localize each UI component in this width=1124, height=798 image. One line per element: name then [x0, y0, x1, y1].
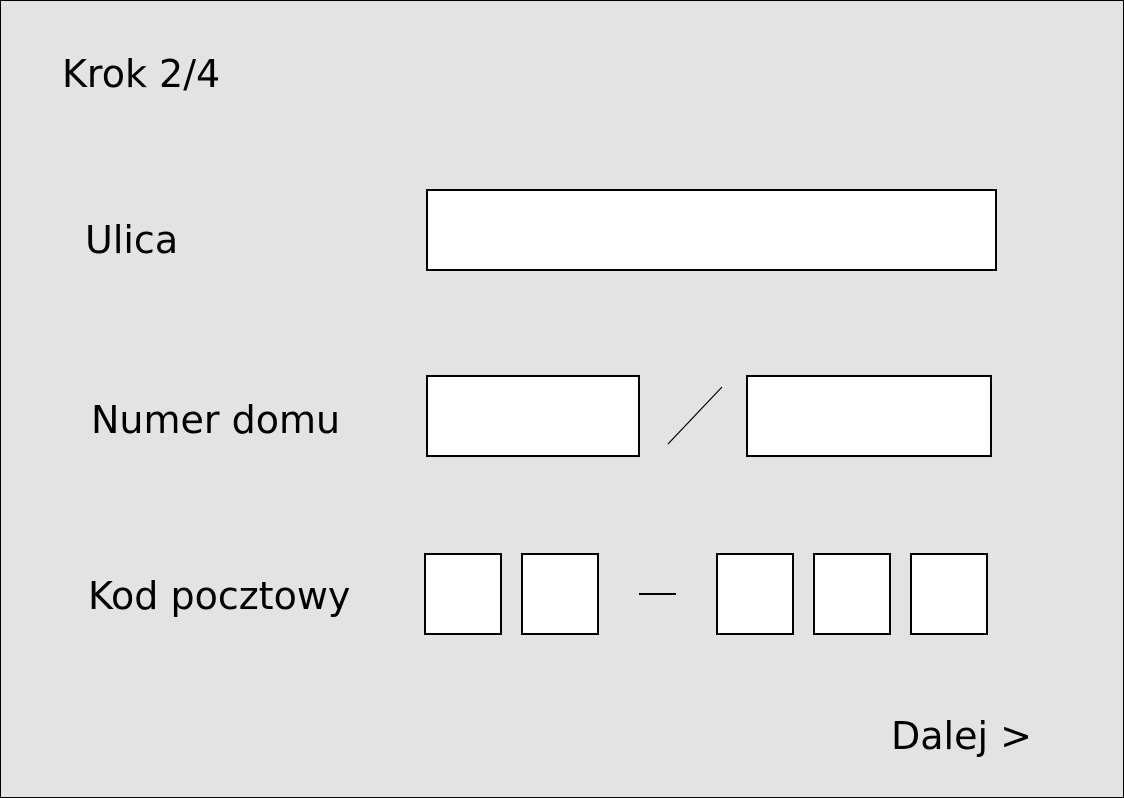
postal-code-label: Kod pocztowy — [88, 574, 351, 618]
next-button[interactable]: Dalej > — [891, 714, 1032, 758]
slash-separator — [667, 386, 723, 445]
house-number-label: Numer domu — [91, 398, 341, 442]
building-number-input[interactable] — [426, 375, 640, 457]
postal-code-digit-4[interactable] — [813, 553, 891, 635]
dash-separator — [639, 593, 676, 595]
step-indicator: Krok 2/4 — [62, 52, 221, 96]
postal-code-digit-3[interactable] — [716, 553, 794, 635]
postal-code-digit-1[interactable] — [424, 553, 502, 635]
street-input[interactable] — [426, 189, 997, 271]
street-label: Ulica — [85, 218, 179, 262]
postal-code-digit-5[interactable] — [910, 553, 988, 635]
postal-code-digit-2[interactable] — [521, 553, 599, 635]
apartment-number-input[interactable] — [746, 375, 992, 457]
